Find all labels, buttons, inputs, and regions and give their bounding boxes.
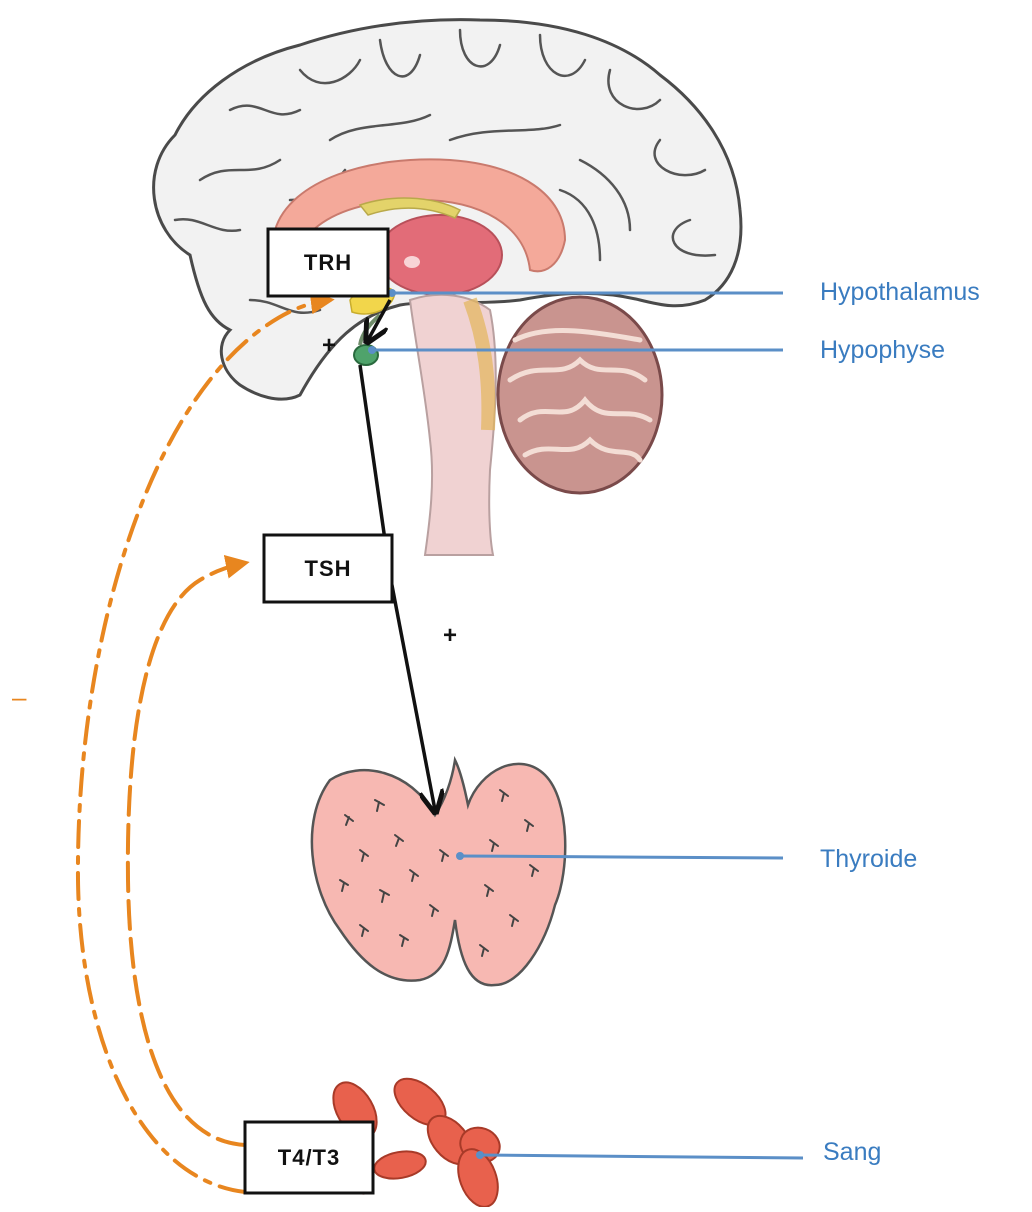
trh-box: TRH (268, 229, 388, 296)
tsh-label: TSH (305, 556, 352, 581)
plus-sign-pituitary: + (322, 332, 336, 359)
feedback-arrow-outer (78, 300, 330, 1192)
thyroid-illustration (312, 760, 565, 985)
leader-sang (480, 1155, 803, 1158)
cerebellum (498, 297, 662, 493)
feedback-arrows (78, 300, 330, 1192)
tsh-box: TSH (264, 535, 392, 602)
label-sang: Sang (823, 1138, 881, 1166)
label-thyroide: Thyroide (820, 845, 917, 873)
trh-label: TRH (304, 250, 352, 275)
thalamus (378, 215, 502, 295)
label-hypothalamus: Hypothalamus (820, 278, 980, 306)
arrow-tsh-to-thyroid (390, 575, 435, 810)
plus-sign-thyroid: + (443, 622, 457, 649)
minus-sign-feedback: – (12, 682, 27, 712)
leader-thyroide (460, 856, 783, 858)
label-hypophyse: Hypophyse (820, 336, 945, 364)
feedback-arrow-inner (128, 563, 245, 1145)
t4t3-box: T4/T3 (245, 1122, 373, 1193)
brain-illustration (154, 20, 741, 555)
t4t3-label: T4/T3 (278, 1145, 340, 1170)
